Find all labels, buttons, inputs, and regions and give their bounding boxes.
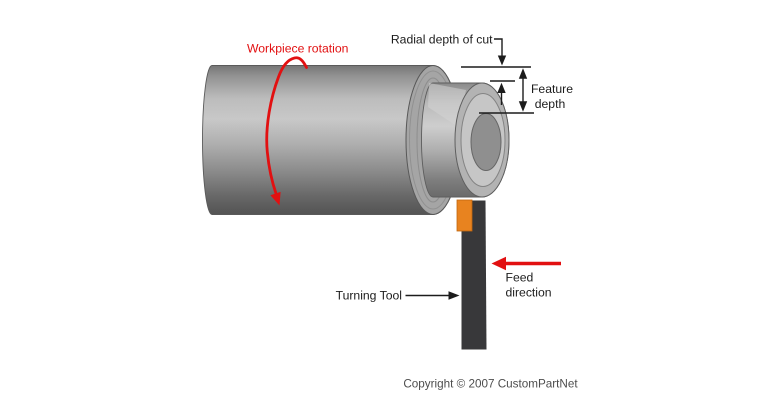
cut-surface-arrowhead	[497, 82, 506, 93]
step-cylinder-highlight	[428, 83, 466, 127]
turning-tool	[456, 199, 487, 350]
workpiece-rotation-label: Workpiece rotation	[247, 42, 348, 56]
turning-tool-label: Turning Tool	[336, 289, 402, 303]
radial-depth-arrowhead	[497, 55, 507, 66]
radial-depth-label: Radial depth of cut	[391, 33, 493, 47]
turning-tool-pointer-head	[448, 291, 460, 300]
feature-depth-arrowhead-bottom	[518, 101, 528, 112]
tool-insert	[456, 199, 473, 232]
radial-depth-leader	[494, 38, 503, 56]
red-annotations	[265, 56, 561, 271]
feature-depth-label-line2: depth	[535, 97, 566, 111]
tool-shank	[461, 200, 487, 350]
feature-depth-label-line1: Feature	[531, 82, 573, 96]
workpiece-rotation-arrow	[265, 56, 308, 196]
feed-direction-label-line2: direction	[506, 286, 552, 300]
workpiece	[202, 65, 510, 215]
dimension-lines	[405, 38, 534, 300]
feed-direction-label-line1: Feed	[506, 271, 534, 285]
feature-depth-arrowhead-top	[518, 68, 528, 79]
feature-core-disc	[470, 113, 502, 171]
workpiece-rotation-arrowhead	[270, 191, 281, 206]
copyright-text: Copyright © 2007 CustomPartNet	[403, 378, 578, 391]
feed-direction-arrowhead	[491, 256, 506, 271]
